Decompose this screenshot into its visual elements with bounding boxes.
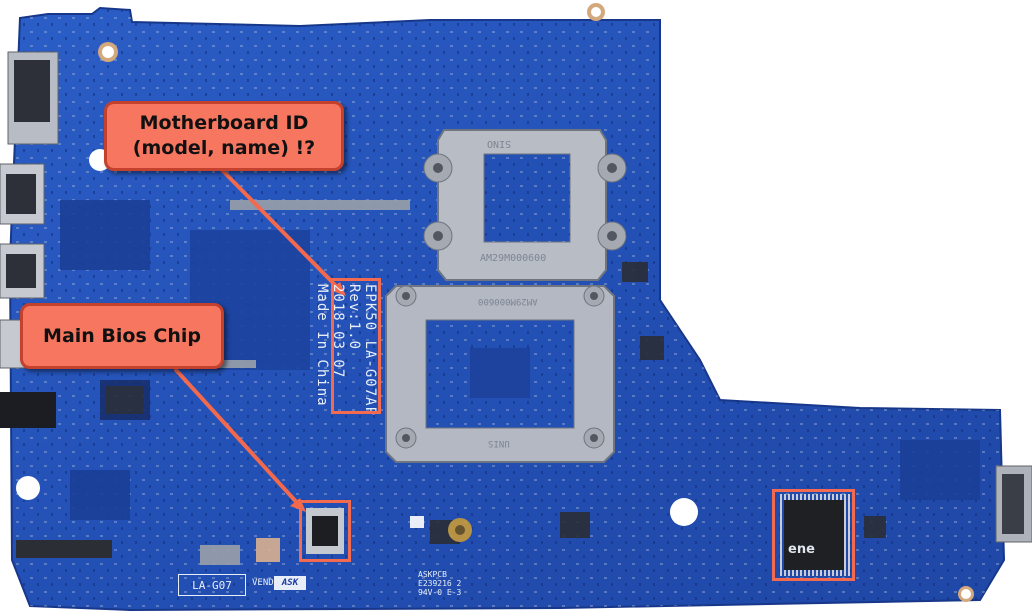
cpu-heat-shield (385, 285, 615, 463)
shield-mid-text: AM29M000600 (478, 296, 538, 306)
fab-line2: E239216 2 (418, 579, 462, 588)
io-ports (0, 51, 1032, 558)
fab-line1: ASKPCB (418, 570, 447, 579)
callout-arrows (174, 168, 346, 512)
vendor-logo: ASK (274, 576, 306, 590)
shield-unis-text: UNIS (488, 438, 510, 448)
motherboard-id-highlight (331, 278, 381, 414)
gpu-heat-shield (423, 129, 627, 281)
motherboard-id-callout: Motherboard ID (model, name) !? (104, 101, 344, 171)
bios-chip-highlight (299, 500, 351, 562)
silk-model-line4: Made In China (314, 284, 330, 407)
ec-chip-highlight (772, 489, 855, 581)
callout-bios-text: Main Bios Chip (43, 325, 201, 347)
fab-line3: 94V-0 E-3 (418, 588, 462, 597)
shield-top-text: SINO (487, 138, 512, 149)
smd-components (60, 200, 980, 565)
fab-text: ASKPCB E239216 2 94V-0 E-3 (418, 570, 461, 597)
bios-chip (306, 508, 344, 554)
shield-bottom-text: AM29M000600 (480, 253, 547, 264)
ec-chip (778, 494, 850, 576)
callout-id-line2: (model, name) !? (132, 137, 316, 159)
callout-id-line1: Motherboard ID (139, 112, 309, 134)
main-bios-callout: Main Bios Chip (20, 303, 224, 369)
ec-chip-logo: ene (788, 542, 815, 557)
vendor-label: VENDOR: (252, 578, 290, 588)
board-label: LA-G07 (178, 574, 246, 596)
